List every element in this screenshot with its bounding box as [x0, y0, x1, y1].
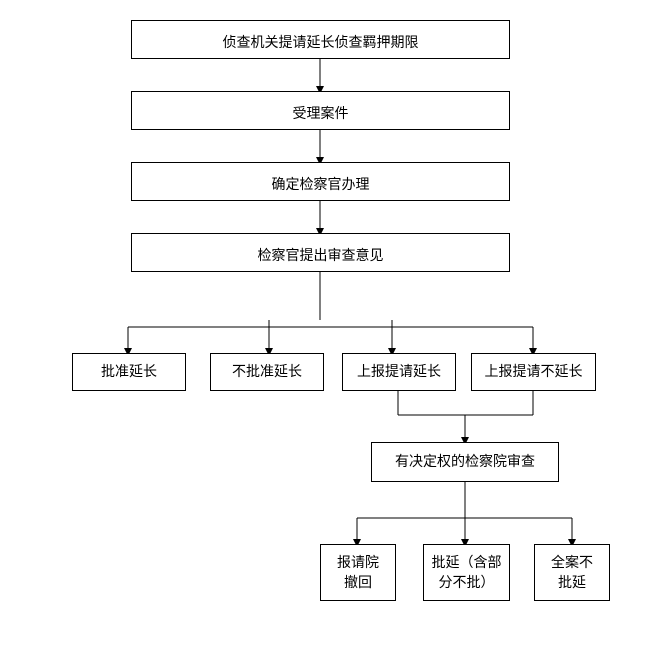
step4-box: 检察官提出审查意见 — [131, 233, 510, 272]
step2-box: 受理案件 — [131, 91, 510, 130]
option3-label: 上报提请延长 — [357, 364, 441, 380]
step3-box: 确定检察官办理 — [131, 162, 510, 201]
result1-label: 报请院撤回 — [337, 554, 379, 591]
option1-box: 批准延长 — [72, 353, 186, 391]
step1-label: 侦查机关提请延长侦查羁押期限 — [222, 34, 419, 51]
option2-box: 不批准延长 — [210, 353, 324, 391]
step1-box: 侦查机关提请延长侦查羁押期限 — [131, 20, 510, 59]
step2-label: 受理案件 — [292, 105, 349, 122]
step3-label: 确定检察官办理 — [271, 176, 370, 193]
review-box: 有决定权的检察院审查 — [371, 442, 559, 482]
result2-box: 批延（含部分不批） — [423, 544, 510, 601]
result1-box: 报请院撤回 — [320, 544, 396, 601]
result3-box: 全案不批延 — [534, 544, 610, 601]
review-label: 有决定权的检察院审查 — [395, 454, 535, 470]
option2-label: 不批准延长 — [232, 364, 302, 380]
option4-label: 上报提请不延长 — [484, 364, 583, 380]
result2-label: 批延（含部分不批） — [431, 554, 502, 591]
result3-label: 全案不批延 — [551, 554, 593, 591]
step4-label: 检察官提出审查意见 — [257, 247, 384, 264]
option3-box: 上报提请延长 — [342, 353, 456, 391]
option4-box: 上报提请不延长 — [471, 353, 596, 391]
option1-label: 批准延长 — [101, 364, 157, 380]
